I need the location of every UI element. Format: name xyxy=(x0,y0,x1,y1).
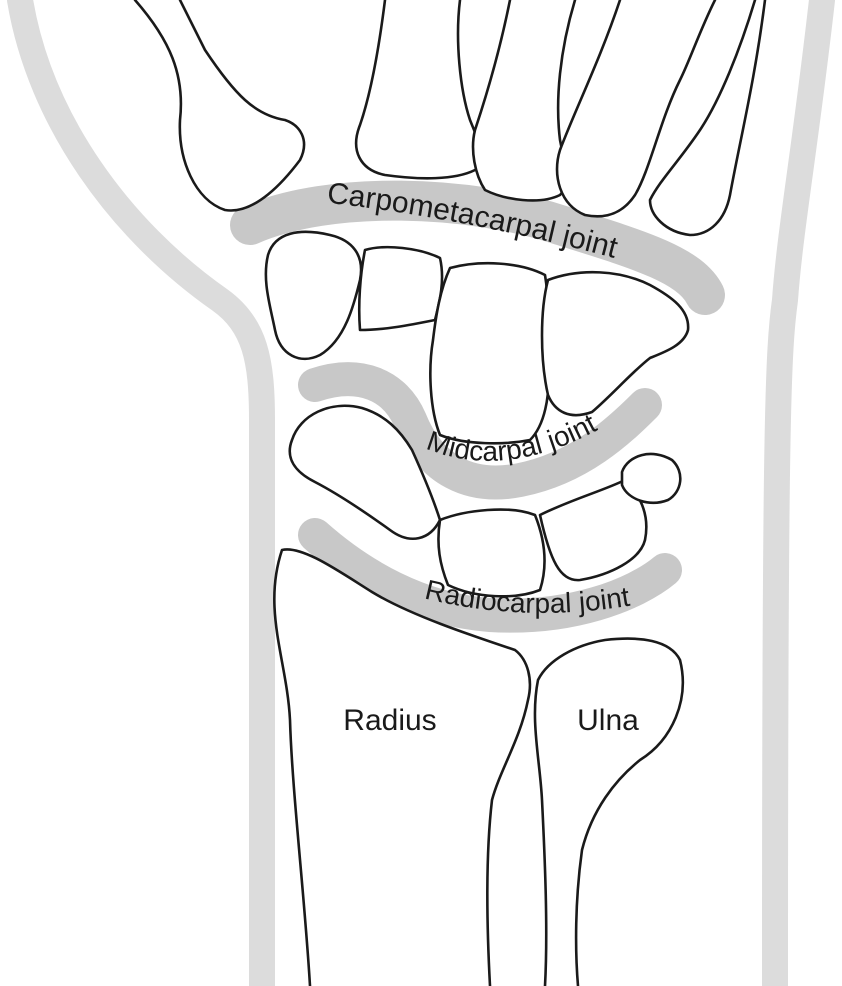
ulna-label: Ulna xyxy=(577,704,639,737)
trapezium xyxy=(266,232,361,359)
trapezoid xyxy=(359,247,442,330)
capitate xyxy=(430,263,548,443)
radius-label: Radius xyxy=(343,704,436,737)
metacarpal-index xyxy=(356,0,481,178)
metacarpal-thumb xyxy=(135,0,304,210)
hamate xyxy=(542,272,688,415)
pisiform xyxy=(622,454,680,503)
ulna xyxy=(535,639,683,986)
